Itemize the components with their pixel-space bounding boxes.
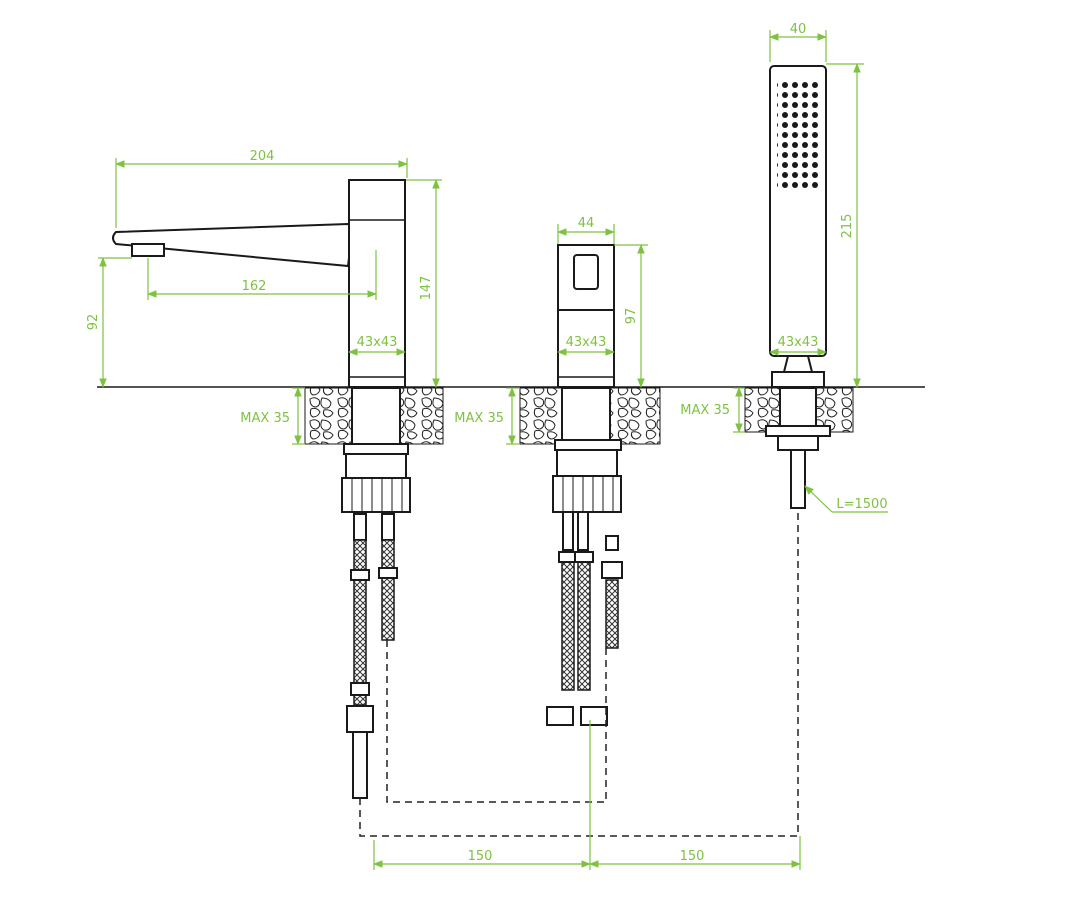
shower-hose [790,449,806,509]
dim-spacing-right: 150 [680,849,705,864]
shower-assembly [765,65,831,509]
spout-washer [343,443,409,455]
spout-assembly [112,179,411,799]
hidden-pipe-route-outer [359,508,799,837]
dim-mixer-height: 97 [624,308,639,325]
dim-spout-max-deck: MAX 35 [240,411,290,426]
mixer-hose-1 [561,559,575,691]
mixer-hose-3 [605,579,619,649]
spout-hose-left [353,539,367,706]
mixer-handle-slot [573,254,599,290]
spout-tube [352,731,368,799]
shower-neck [782,355,814,373]
mixer-hose-2 [577,559,591,691]
dim-spout-body-height: 147 [419,276,434,301]
dim-shower-base: 43x43 [778,335,819,350]
mixer-shank [561,387,611,441]
spout-hose-right [381,539,395,641]
dim-mixer-base: 43x43 [566,335,607,350]
shower-base [771,371,825,388]
dim-shower-height: 215 [840,214,855,239]
mixer-nut [552,475,622,513]
dim-mixer-max-deck: MAX 35 [454,411,504,426]
dim-spacing-left: 150 [468,849,493,864]
dim-spout-base: 43x43 [357,335,398,350]
dim-mixer-width: 44 [578,216,595,231]
dim-shower-max-deck: MAX 35 [680,403,730,418]
spout-shank [351,387,401,445]
spout-nut [341,477,411,513]
mixer-assembly [546,244,623,726]
spout-body [348,179,406,388]
spout-nut-top [345,453,407,479]
dim-spout-reach: 162 [242,279,267,294]
dimension-lines [98,30,888,870]
shower-nozzles [777,80,819,190]
spout-aerator [131,243,165,257]
hidden-pipe-route-inner [386,640,607,803]
dim-shower-width: 40 [790,22,807,37]
dim-hose-length: L=1500 [836,497,887,512]
dim-spout-height: 92 [86,314,101,331]
dim-spout-length: 204 [250,149,275,164]
